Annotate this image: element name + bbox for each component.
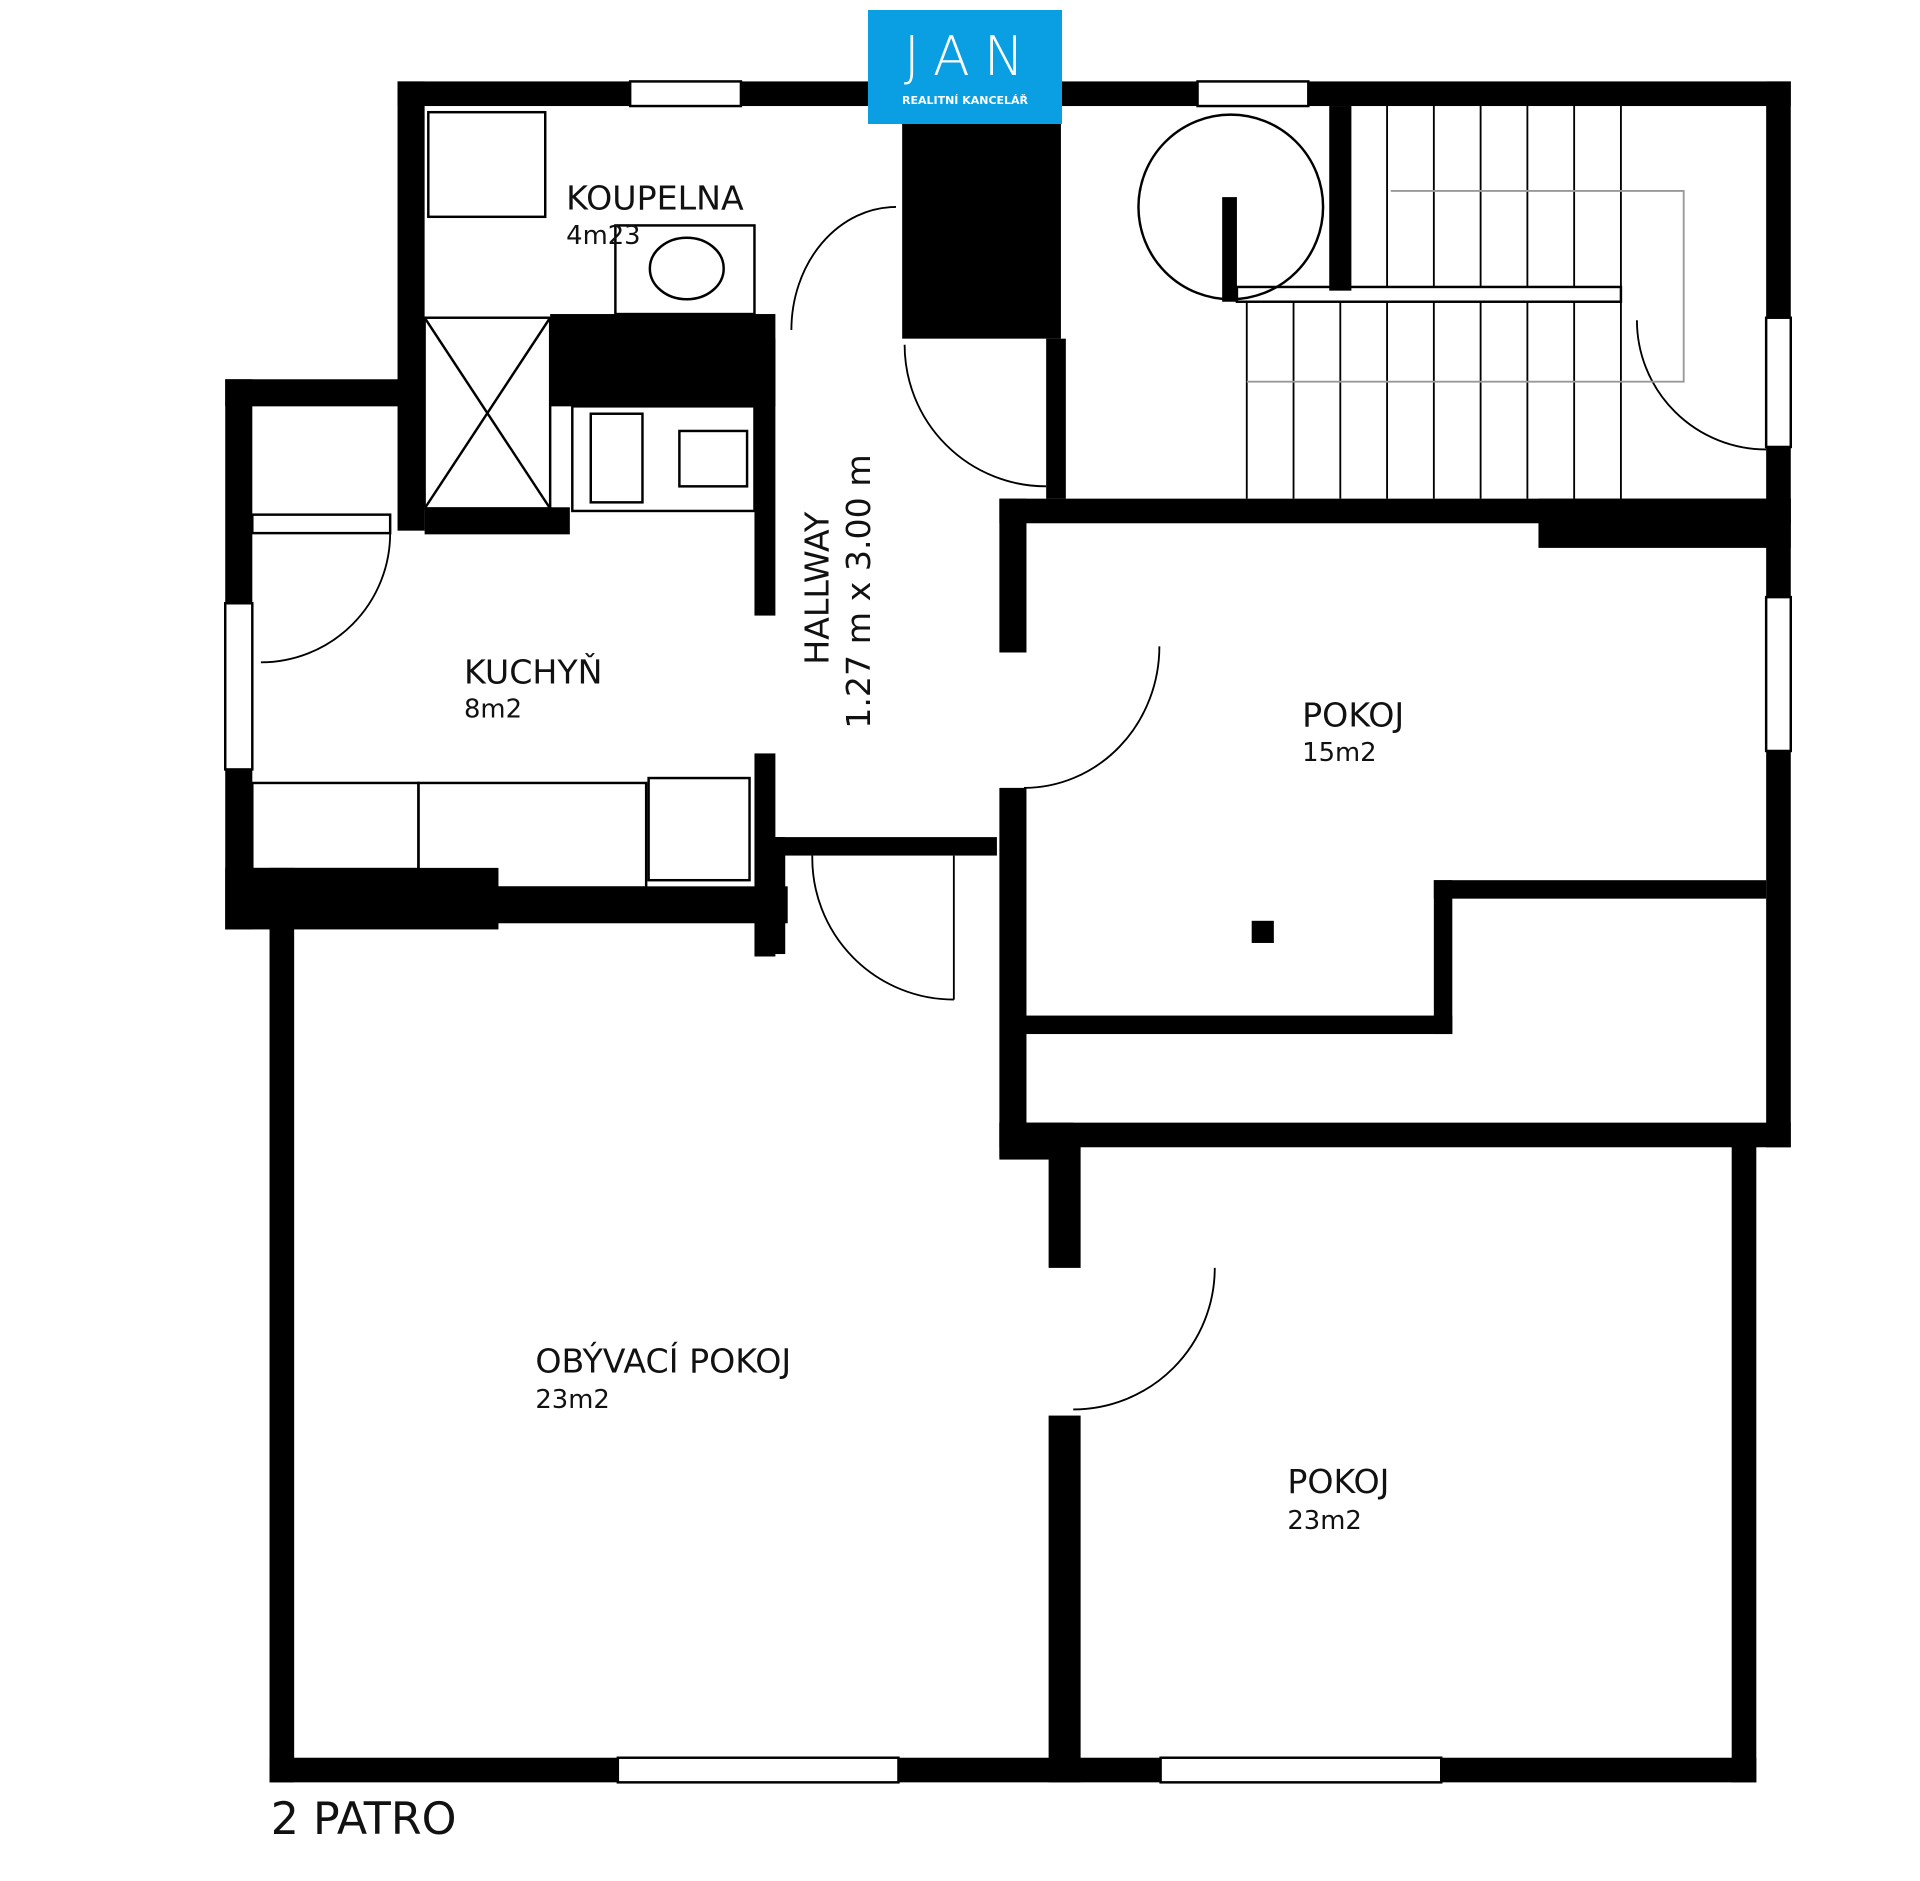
room-dimensions-hallway: 1.27 m x 3.00 m <box>839 454 878 729</box>
room-area-pokoj-1: 15m2 <box>1302 738 1376 768</box>
room-name-pokoj-2: POKOJ <box>1287 1462 1389 1501</box>
logo-brand: JAN <box>903 25 1039 88</box>
column-marker <box>1251 920 1274 943</box>
logo-subtitle: REALITNÍ KANCELÁŘ <box>901 94 1029 107</box>
room-name-pokoj-1: POKOJ <box>1302 695 1404 734</box>
brand-logo: JAN REALITNÍ KANCELÁŘ <box>868 10 1062 124</box>
room-name-kuchyn: KUCHYŇ <box>464 651 603 691</box>
room-area-obyvaci-pokoj: 23m2 <box>535 1385 609 1415</box>
room-name-obyvaci-pokoj: OBÝVACÍ POKOJ <box>535 1341 791 1381</box>
room-area-kuchyn: 8m2 <box>464 695 522 725</box>
windows <box>224 80 1792 1784</box>
room-name-hallway: HALLWAY <box>797 511 836 665</box>
floor-label: 2 PATRO <box>271 1794 457 1845</box>
room-area-pokoj-2: 23m2 <box>1287 1506 1361 1536</box>
room-area-koupelna: 4m23 <box>566 221 640 251</box>
fixtures <box>251 106 1767 1411</box>
walls <box>225 81 1791 1783</box>
room-name-koupelna: KOUPELNA <box>566 178 744 217</box>
